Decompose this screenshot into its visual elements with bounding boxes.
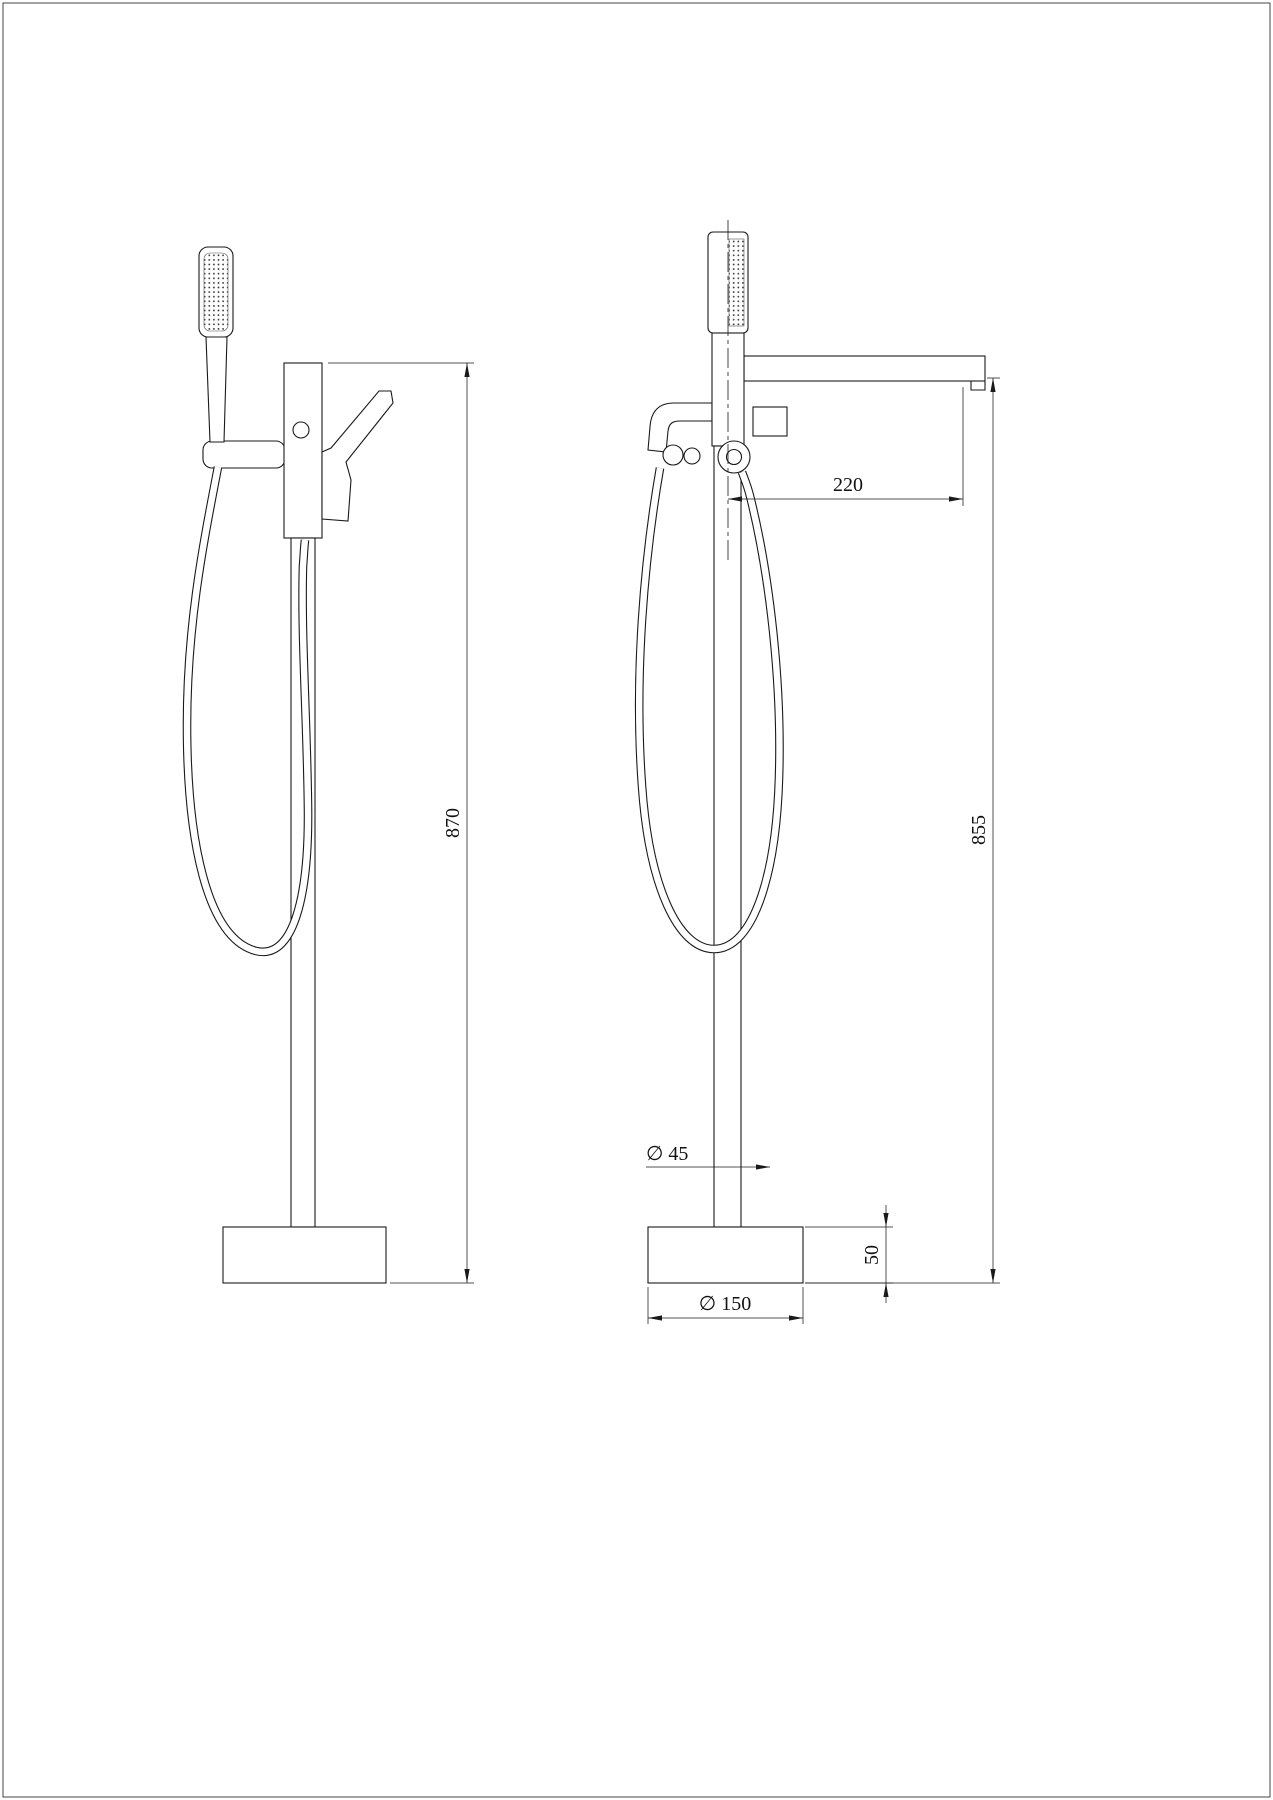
dim-220-label: 220 (833, 474, 863, 496)
spray-face (203, 252, 229, 332)
handshower-holder (202, 440, 286, 469)
base-front (647, 1226, 804, 1284)
dim-dia-150-label: ∅ 150 (699, 1293, 751, 1315)
body-screw (292, 421, 310, 439)
spout-outlet (970, 381, 986, 391)
front-view: 220 855 ∅ 45 50 (634, 220, 1000, 1324)
hose-nut (662, 444, 684, 466)
dim-50: 50 (805, 1205, 893, 1303)
dim-855: 855 (805, 377, 1000, 1284)
side-view: 870 (182, 246, 474, 1284)
spray-face-front (728, 238, 745, 327)
hose-nut-small (683, 447, 701, 465)
column-pipe-front (713, 445, 742, 1228)
diverter-knob (752, 406, 788, 437)
waterfall-spout (743, 355, 986, 382)
handshower-handle-side (205, 336, 228, 443)
dim-220: 220 (728, 387, 964, 506)
faucet-body-side (283, 362, 323, 539)
hose-connector-inner (725, 448, 743, 466)
hose-elbow (647, 402, 713, 453)
dim-870: 870 (328, 362, 474, 1284)
dim-dia-45-label: ∅ 45 (646, 1143, 688, 1165)
dim-870-label: 870 (442, 808, 464, 838)
dim-50-label: 50 (861, 1245, 883, 1265)
lever-handle (321, 390, 394, 522)
dim-855-label: 855 (968, 815, 990, 845)
dim-dia-45: ∅ 45 (646, 1143, 770, 1170)
base-side (222, 1226, 387, 1284)
dim-dia-150: ∅ 150 (647, 1287, 804, 1324)
